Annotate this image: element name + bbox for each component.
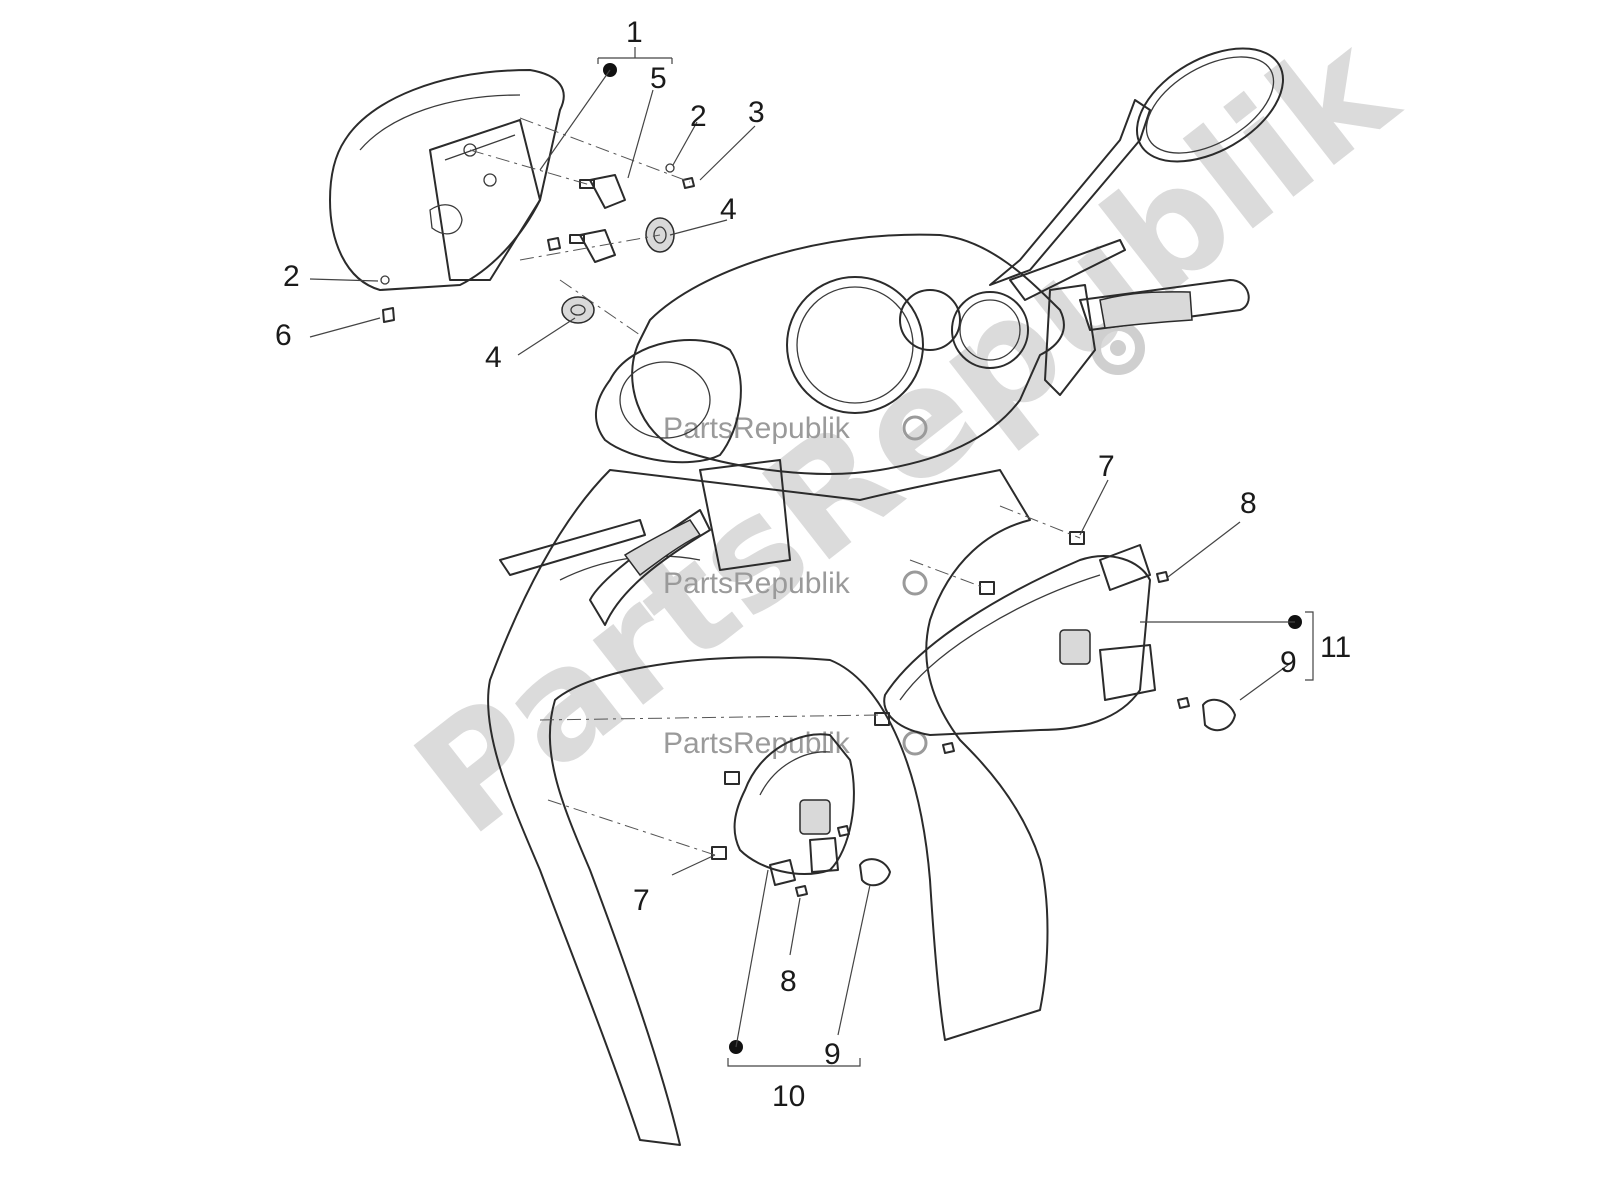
bulb-9-left (859, 858, 891, 887)
callout-5: 5 (650, 62, 667, 95)
screw-6 (382, 307, 395, 323)
callout-8: 8 (780, 965, 797, 998)
svg-text:PartsRepublik: PartsRepublik (663, 727, 851, 760)
callout-4: 4 (720, 193, 737, 226)
gear-icon (902, 570, 928, 596)
handlebar-cover-assembly (487, 47, 1284, 1146)
callout-1: 1 (626, 16, 643, 49)
callout-4: 4 (485, 341, 502, 374)
socket-left (799, 799, 831, 835)
clip-left-3 (874, 712, 890, 726)
callout-2: 2 (690, 100, 707, 133)
clip-7-right (1069, 531, 1085, 545)
bulb-h4-lower (569, 229, 616, 263)
svg-text:PartsRepublik: PartsRepublik (663, 567, 851, 600)
gear-icon (902, 415, 928, 441)
assembly-lines (469, 117, 1081, 856)
leader-lines (309, 47, 1314, 1067)
callout-2: 2 (283, 260, 300, 293)
clip-right-2 (979, 581, 995, 595)
svg-text:PartsRepublik: PartsRepublik (663, 412, 851, 445)
washer-2-lower (380, 275, 390, 285)
watermark-small-2: PartsRepublik (663, 567, 928, 600)
socket-right (1059, 629, 1091, 665)
screw-8-right (1156, 571, 1169, 583)
headlight-assembly (329, 69, 565, 291)
watermark-layer: PartsRepublik PartsRepublik PartsRepubli… (385, 1, 1427, 869)
callout-8: 8 (1240, 487, 1257, 520)
screw-8-left (795, 885, 808, 897)
screw-lamp (547, 237, 561, 251)
clip-7-left (711, 846, 727, 860)
clip-left-2 (724, 771, 740, 785)
screw-right-mid (1177, 697, 1190, 709)
callout-11: 11 (1320, 631, 1351, 664)
bulb-h4 (579, 174, 626, 209)
left-turn-signal-assembly (733, 733, 855, 886)
callout-7: 7 (1098, 450, 1115, 483)
screw-3 (682, 177, 695, 189)
callout-6: 6 (275, 319, 292, 352)
callout-labels: 1 5 2 3 4 2 6 4 7 8 11 9 7 8 9 10 (275, 16, 1351, 1113)
grommet-4-lower (561, 296, 595, 324)
callout-3: 3 (748, 96, 765, 129)
callout-9: 9 (824, 1038, 841, 1071)
left-grip (623, 519, 702, 577)
gear-icon (902, 730, 928, 756)
right-grip (1099, 291, 1193, 329)
washer-2-upper (665, 163, 675, 173)
callout-9: 9 (1280, 646, 1297, 679)
watermark-small-3: PartsRepublik (663, 727, 928, 760)
callout-10: 10 (772, 1080, 805, 1113)
right-turn-signal-assembly (883, 544, 1156, 736)
bulb-9-right (1202, 698, 1236, 732)
screw-right-low (942, 742, 955, 754)
screw-left-mid (837, 825, 850, 837)
callout-7: 7 (633, 884, 650, 917)
